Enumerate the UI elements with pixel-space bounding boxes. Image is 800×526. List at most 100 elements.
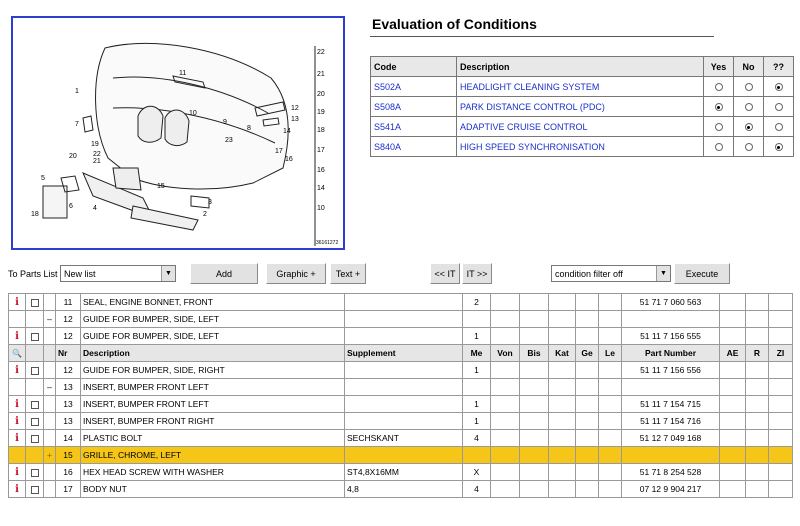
condition-description[interactable]: PARK DISTANCE CONTROL (PDC)	[456, 96, 704, 117]
row-kat	[548, 463, 576, 481]
radio-no[interactable]	[744, 123, 753, 132]
callout-10: 10	[189, 110, 197, 117]
row-zi	[768, 310, 793, 328]
row-le	[598, 361, 622, 379]
to-parts-list-label: To Parts List	[8, 268, 58, 279]
info-icon[interactable]: i	[15, 330, 19, 342]
parts-list-select[interactable]: New list ▼	[60, 265, 176, 282]
text-plus-button[interactable]: Text +	[330, 263, 366, 284]
row-checkbox[interactable]	[30, 434, 39, 443]
condition-filter-select[interactable]: condition filter off ▼	[551, 265, 671, 282]
prev-it-button[interactable]: << IT	[430, 263, 460, 284]
condition-code[interactable]: S840A	[370, 136, 457, 157]
row-checkbox[interactable]	[30, 298, 39, 307]
row-description: INSERT, BUMPER FRONT LEFT	[80, 378, 345, 396]
radio-no[interactable]	[744, 143, 753, 152]
info-icon[interactable]: i	[15, 415, 19, 427]
info-icon[interactable]: i	[15, 432, 19, 444]
condition-code[interactable]: S502A	[370, 76, 457, 97]
row-zi	[768, 446, 793, 464]
next-it-button[interactable]: IT >>	[462, 263, 492, 284]
info-icon[interactable]: i	[15, 296, 19, 308]
row-ae	[719, 429, 746, 447]
condition-description[interactable]: HIGH SPEED SYNCHRONISATION	[456, 136, 704, 157]
chevron-down-icon[interactable]: ▼	[161, 266, 175, 281]
condition-code[interactable]: S508A	[370, 96, 457, 117]
condition-description[interactable]: ADAPTIVE CRUISE CONTROL	[456, 116, 704, 137]
row-nr: 12	[55, 310, 81, 328]
callout-4: 4	[93, 205, 97, 212]
title-underline	[370, 36, 714, 37]
row-part-number	[621, 446, 720, 464]
radio-no[interactable]	[744, 103, 753, 112]
row-description: SEAL, ENGINE BONNET, FRONT	[80, 293, 345, 311]
radio-yes[interactable]	[714, 103, 723, 112]
radio-yes[interactable]	[714, 123, 723, 132]
radio-yes[interactable]	[714, 143, 723, 152]
magnifier-icon[interactable]: 🔍	[8, 344, 26, 362]
callout-16: 16	[285, 156, 293, 163]
col-unknown: ??	[763, 56, 794, 77]
info-icon[interactable]: i	[15, 364, 19, 376]
conditions-title: Evaluation of Conditions	[372, 16, 537, 32]
col-code: Code	[370, 56, 457, 77]
info-icon[interactable]: i	[15, 398, 19, 410]
side-num-16: 16	[317, 167, 325, 174]
row-checkbox[interactable]	[30, 366, 39, 375]
side-num-21: 21	[317, 71, 325, 78]
radio-yes[interactable]	[714, 83, 723, 92]
add-button[interactable]: Add	[190, 263, 258, 284]
row-le	[598, 293, 622, 311]
radio-unknown[interactable]	[774, 83, 783, 92]
row-nr: 13	[55, 378, 81, 396]
row-checkbox[interactable]	[30, 485, 39, 494]
info-icon[interactable]: i	[15, 483, 19, 495]
condition-code[interactable]: S541A	[370, 116, 457, 137]
radio-unknown[interactable]	[774, 103, 783, 112]
execute-button[interactable]: Execute	[674, 263, 730, 284]
row-part-number: 07 12 9 904 217	[621, 480, 720, 498]
col-le: Le	[598, 344, 622, 362]
row-nr: 15	[55, 446, 81, 464]
row-le	[598, 412, 622, 430]
row-checkbox[interactable]	[30, 417, 39, 426]
row-checkbox[interactable]	[30, 468, 39, 477]
callout-17: 17	[275, 148, 283, 155]
row-checkbox[interactable]	[30, 400, 39, 409]
radio-unknown[interactable]	[774, 123, 783, 132]
row-von	[490, 327, 520, 345]
row-description: INSERT, BUMPER FRONT RIGHT	[80, 412, 345, 430]
graphic-plus-button[interactable]: Graphic +	[266, 263, 326, 284]
info-icon[interactable]: i	[15, 466, 19, 478]
row-description: GUIDE FOR BUMPER, SIDE, LEFT	[80, 327, 345, 345]
row-bis	[519, 310, 549, 328]
row-ae	[719, 480, 746, 498]
condition-description[interactable]: HEADLIGHT CLEANING SYSTEM	[456, 76, 704, 97]
group-marker: –	[43, 378, 56, 396]
callout-12: 12	[291, 105, 299, 112]
radio-no[interactable]	[744, 83, 753, 92]
row-part-number: 51 71 7 060 563	[621, 293, 720, 311]
row-kat	[548, 378, 576, 396]
row-supplement	[344, 395, 463, 413]
row-checkbox[interactable]	[30, 332, 39, 341]
parts-diagram[interactable]: 1 2 3 4 5 6 7 8 9 10 11 12 13 14 15 16 1…	[11, 16, 345, 250]
side-num-18: 18	[317, 127, 325, 134]
chevron-down-icon[interactable]: ▼	[656, 266, 670, 281]
radio-unknown[interactable]	[774, 143, 783, 152]
row-zi	[768, 480, 793, 498]
row-kat	[548, 293, 576, 311]
